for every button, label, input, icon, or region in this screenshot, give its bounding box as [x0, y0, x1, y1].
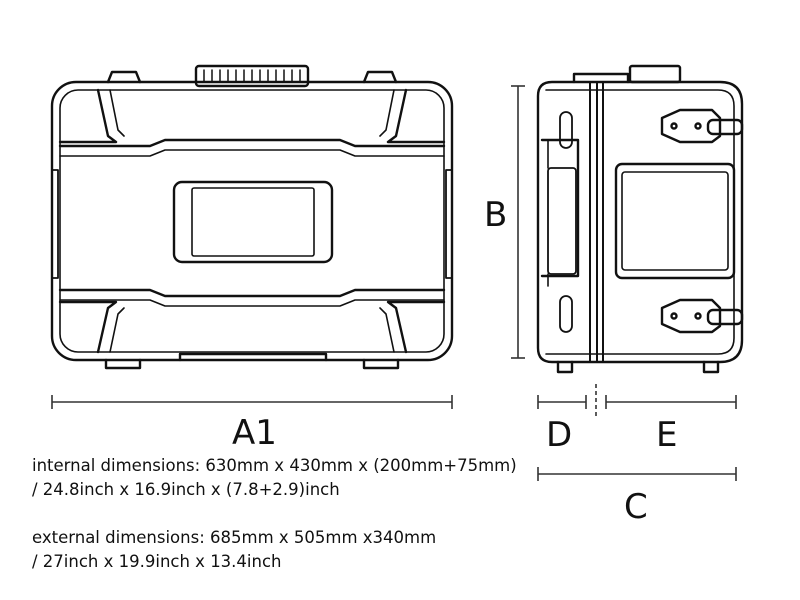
top-carry-handle [194, 64, 310, 88]
side-left-foot [556, 360, 574, 374]
dimension-line-b [511, 85, 525, 359]
side-bottom-latch [660, 298, 744, 334]
case-front-view [50, 64, 454, 370]
external-dimensions-metric: external dimensions: 685mm x 505mm x340m… [32, 528, 437, 547]
top-right-tab [362, 70, 398, 84]
dimension-label-c: C [624, 487, 648, 527]
side-handle-nub [628, 64, 682, 84]
front-lower-band [58, 288, 446, 298]
side-label-recess [614, 162, 736, 280]
side-right-foot [702, 360, 720, 374]
corner-bracket-top-left [58, 88, 118, 144]
internal-dimensions-imperial: / 24.8inch x 16.9inch x (7.8+2.9)inch [32, 480, 340, 499]
external-dimensions-text: external dimensions: 685mm x 505mm x340m… [32, 526, 436, 574]
side-top-hinge-block [572, 72, 630, 84]
side-top-latch [660, 108, 744, 144]
dimension-lines [51, 85, 737, 481]
internal-dimensions-text: internal dimensions: 630mm x 430mm x (20… [32, 454, 517, 502]
dimension-line-c [537, 467, 737, 481]
dimension-label-e: E [656, 415, 678, 455]
dimension-line-d [537, 395, 587, 409]
front-bottom-rail [178, 352, 328, 362]
dimension-line-e [605, 395, 737, 409]
dimension-label-b: B [484, 195, 508, 235]
front-right-foot [362, 358, 400, 370]
dimension-label-a1: A1 [232, 413, 277, 453]
dimension-label-d: D [546, 415, 573, 455]
side-handle [540, 138, 580, 287]
front-left-foot [104, 358, 142, 370]
top-left-tab [106, 70, 142, 84]
corner-bracket-bottom-left [58, 300, 118, 354]
corner-bracket-bottom-right [386, 300, 446, 354]
internal-dimensions-metric: internal dimensions: 630mm x 430mm x (20… [32, 456, 517, 475]
case-side-view [536, 64, 744, 374]
external-dimensions-imperial: / 27inch x 19.9inch x 13.4inch [32, 552, 282, 571]
corner-bracket-top-right [386, 88, 446, 144]
dimension-line-a1 [51, 395, 453, 409]
front-outer-shell [50, 80, 454, 362]
side-outer-shell [536, 80, 744, 364]
front-label-plate [172, 180, 334, 264]
side-lid-seam [589, 81, 604, 363]
front-upper-band [58, 138, 446, 148]
